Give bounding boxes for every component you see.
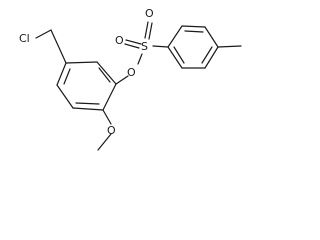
bond-ringA-5 — [56, 84, 74, 109]
bond-ring-o-methoxy — [102, 109, 112, 125]
bond-o-methyl — [97, 133, 112, 151]
bond-ringA-6 — [56, 62, 67, 86]
bond-ringA-inner-1 — [98, 67, 111, 83]
bond-ringA-2 — [96, 61, 117, 85]
bond-ringB-inner-2 — [201, 46, 213, 64]
sulfur-label: S — [141, 40, 148, 53]
bond-ringB-methyl — [217, 45, 242, 48]
bond-ringB-2 — [181, 25, 206, 28]
chemical-structure: Cl O O S O O — [19, 7, 242, 151]
bond-s-ringB — [152, 45, 169, 48]
bond-cl-ch2 — [35, 29, 52, 39]
bonds — [35, 21, 242, 151]
bond-ring-o-ester — [115, 75, 129, 85]
bond-ch2-ring — [50, 29, 67, 64]
bond-s-o1-a — [125, 39, 142, 45]
bond-ringA-1 — [65, 61, 98, 64]
bond-s-o1-b — [124, 43, 140, 49]
bond-o-ester-s — [137, 53, 143, 65]
bond-ringA-4 — [72, 107, 104, 111]
ester-oxygen-label: O — [127, 66, 136, 79]
bond-s-o2-a — [144, 21, 149, 39]
bond-ringB-1 — [167, 25, 183, 48]
bond-ringA-3 — [102, 83, 117, 111]
sulfonyl-oxygen-left-label: O — [115, 34, 124, 47]
bond-ringB-3 — [204, 26, 219, 48]
bond-s-o2-b — [148, 22, 153, 40]
bond-ringB-4 — [204, 46, 219, 69]
atom-labels: Cl O O S O O — [19, 7, 154, 137]
sulfonyl-oxygen-right-label: O — [145, 7, 154, 20]
bond-ringA-inner-3 — [63, 68, 71, 85]
bond-ringA-inner-2 — [75, 102, 100, 105]
bond-ringB-6 — [167, 46, 183, 69]
bond-ringB-inner-1 — [184, 30, 204, 33]
chlorine-label: Cl — [19, 32, 30, 45]
bond-ringB-inner-3 — [173, 46, 185, 64]
methoxy-oxygen-label: O — [107, 124, 116, 137]
